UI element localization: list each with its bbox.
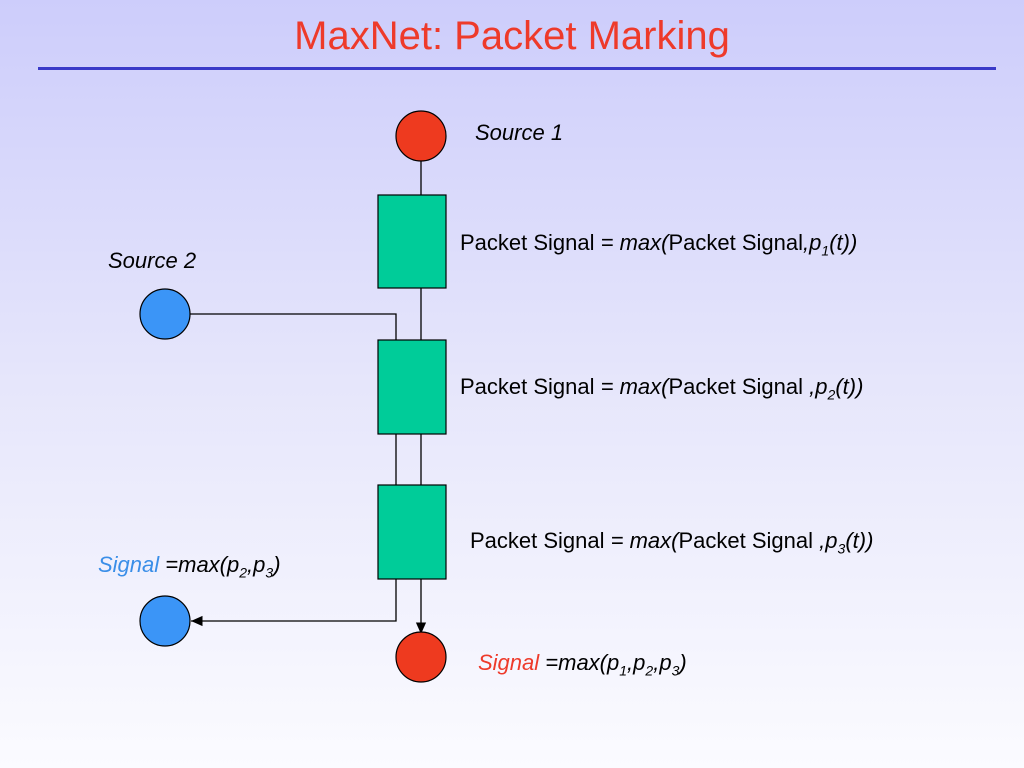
source2-node	[139, 288, 191, 340]
signal2-formula: Signal =max(p2,p3)	[98, 552, 281, 581]
signal1-formula: Signal =max(p1,p2,p3)	[478, 650, 687, 679]
marking-rule-3: Packet Signal = max(Packet Signal ,p3(t)…	[470, 528, 874, 557]
marking-rule-2: Packet Signal = max(Packet Signal ,p2(t)…	[460, 374, 864, 403]
destination1-node	[395, 631, 447, 683]
source2-path-line	[190, 313, 397, 627]
marking-rule-1: Packet Signal = max(Packet Signal,p1(t))	[460, 230, 858, 259]
router-3	[377, 484, 447, 580]
title-underline	[38, 67, 996, 70]
slide-title: MaxNet: Packet Marking	[294, 14, 730, 58]
source1-label: Source 1	[475, 120, 564, 145]
router-2	[377, 339, 447, 435]
source1-node	[395, 110, 447, 162]
destination2-node	[139, 595, 191, 647]
router-1	[377, 194, 447, 289]
source2-label: Source 2	[108, 248, 197, 273]
